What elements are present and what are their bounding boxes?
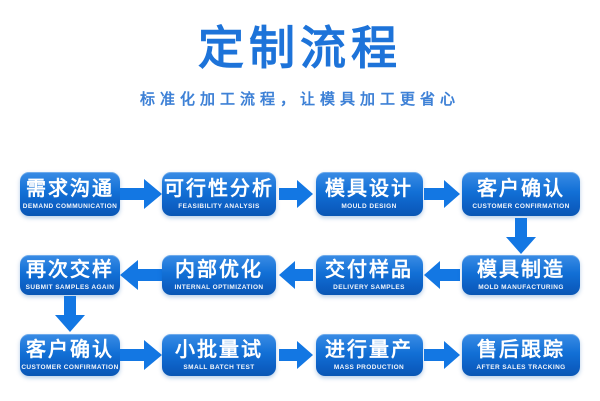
flow-step-customer-confirmation-1: 客户确认 CUSTOMER CONFIRMATION bbox=[462, 172, 580, 216]
flow-step-subtitle: CUSTOMER CONFIRMATION bbox=[472, 202, 570, 210]
flow-step-subtitle: SUBMIT SAMPLES AGAIN bbox=[25, 283, 115, 291]
arrow-down-icon bbox=[55, 296, 85, 332]
flow-step-title: 模具制造 bbox=[477, 258, 565, 281]
arrow-right-icon bbox=[120, 179, 162, 209]
arrow-down-icon bbox=[506, 218, 536, 254]
arrow-left-icon bbox=[120, 260, 162, 290]
flow-step-customer-confirmation-2: 客户确认 CUSTOMER CONFIRMATION bbox=[20, 334, 120, 376]
flow-step-feasibility-analysis: 可行性分析 FEASIBILITY ANALYSIS bbox=[162, 172, 276, 216]
arrow-right-icon bbox=[423, 341, 463, 369]
arrow-right-icon bbox=[276, 180, 316, 208]
flow-step-demand-communication: 需求沟通 DEMAND COMMUNICATION bbox=[20, 172, 120, 216]
arrow-left-icon bbox=[423, 261, 463, 289]
flow-step-after-sales-tracking: 售后跟踪 AFTER SALES TRACKING bbox=[462, 334, 580, 376]
arrow-right-icon bbox=[423, 180, 463, 208]
flow-row-2: 再次交样 SUBMIT SAMPLES AGAIN 内部优化 INTERNAL … bbox=[20, 255, 580, 295]
arrow-right-icon bbox=[120, 340, 162, 370]
flow-step-title: 模具设计 bbox=[325, 177, 413, 200]
flow-step-internal-optimization: 内部优化 INTERNAL OPTIMIZATION bbox=[162, 255, 276, 295]
flow-step-title: 内部优化 bbox=[175, 258, 263, 281]
flow-step-mould-design: 模具设计 MOULD DESIGN bbox=[315, 172, 423, 216]
flow-step-title: 客户确认 bbox=[477, 177, 565, 200]
flow-row-1: 需求沟通 DEMAND COMMUNICATION 可行性分析 FEASIBIL… bbox=[20, 172, 580, 216]
flow-step-title: 客户确认 bbox=[26, 338, 114, 361]
page-subtitle: 标准化加工流程，让模具加工更省心 bbox=[139, 91, 460, 108]
flow-step-subtitle: CUSTOMER CONFIRMATION bbox=[21, 363, 119, 371]
flow-step-subtitle: DELIVERY SAMPLES bbox=[333, 283, 405, 291]
flow-step-small-batch-test: 小批量试 SMALL BATCH TEST bbox=[162, 334, 276, 376]
flow-row-3: 客户确认 CUSTOMER CONFIRMATION 小批量试 SMALL BA… bbox=[20, 334, 580, 376]
flow-step-delivery-samples: 交付样品 DELIVERY SAMPLES bbox=[315, 255, 423, 295]
flow-step-title: 再次交样 bbox=[26, 258, 114, 281]
flow-step-subtitle: SMALL BATCH TEST bbox=[183, 363, 255, 371]
flow-step-title: 售后跟踪 bbox=[477, 338, 565, 361]
flow-step-subtitle: MASS PRODUCTION bbox=[333, 363, 405, 371]
flow-step-title: 可行性分析 bbox=[164, 177, 274, 200]
flow-step-subtitle: AFTER SALES TRACKING bbox=[476, 363, 566, 371]
flow-step-subtitle: FEASIBILITY ANALYSIS bbox=[178, 202, 260, 210]
flow-step-subtitle: DEMAND COMMUNICATION bbox=[22, 202, 118, 210]
flow-step-title: 小批量试 bbox=[175, 338, 263, 361]
flow-step-title: 交付样品 bbox=[325, 258, 413, 281]
flow-step-title: 需求沟通 bbox=[26, 177, 114, 200]
flow-step-mold-manufacturing: 模具制造 MOLD MANUFACTURING bbox=[462, 255, 580, 295]
arrow-left-icon bbox=[276, 261, 316, 289]
arrow-right-icon bbox=[276, 341, 316, 369]
flow-step-submit-samples-again: 再次交样 SUBMIT SAMPLES AGAIN bbox=[20, 255, 120, 295]
flow-step-title: 进行量产 bbox=[325, 338, 413, 361]
flow-step-mass-production: 进行量产 MASS PRODUCTION bbox=[315, 334, 423, 376]
page-title: 定制流程 bbox=[198, 22, 402, 74]
flow-step-subtitle: INTERNAL OPTIMIZATION bbox=[174, 283, 264, 291]
flow-step-subtitle: MOLD MANUFACTURING bbox=[478, 283, 564, 291]
flow-step-subtitle: MOULD DESIGN bbox=[341, 202, 397, 210]
